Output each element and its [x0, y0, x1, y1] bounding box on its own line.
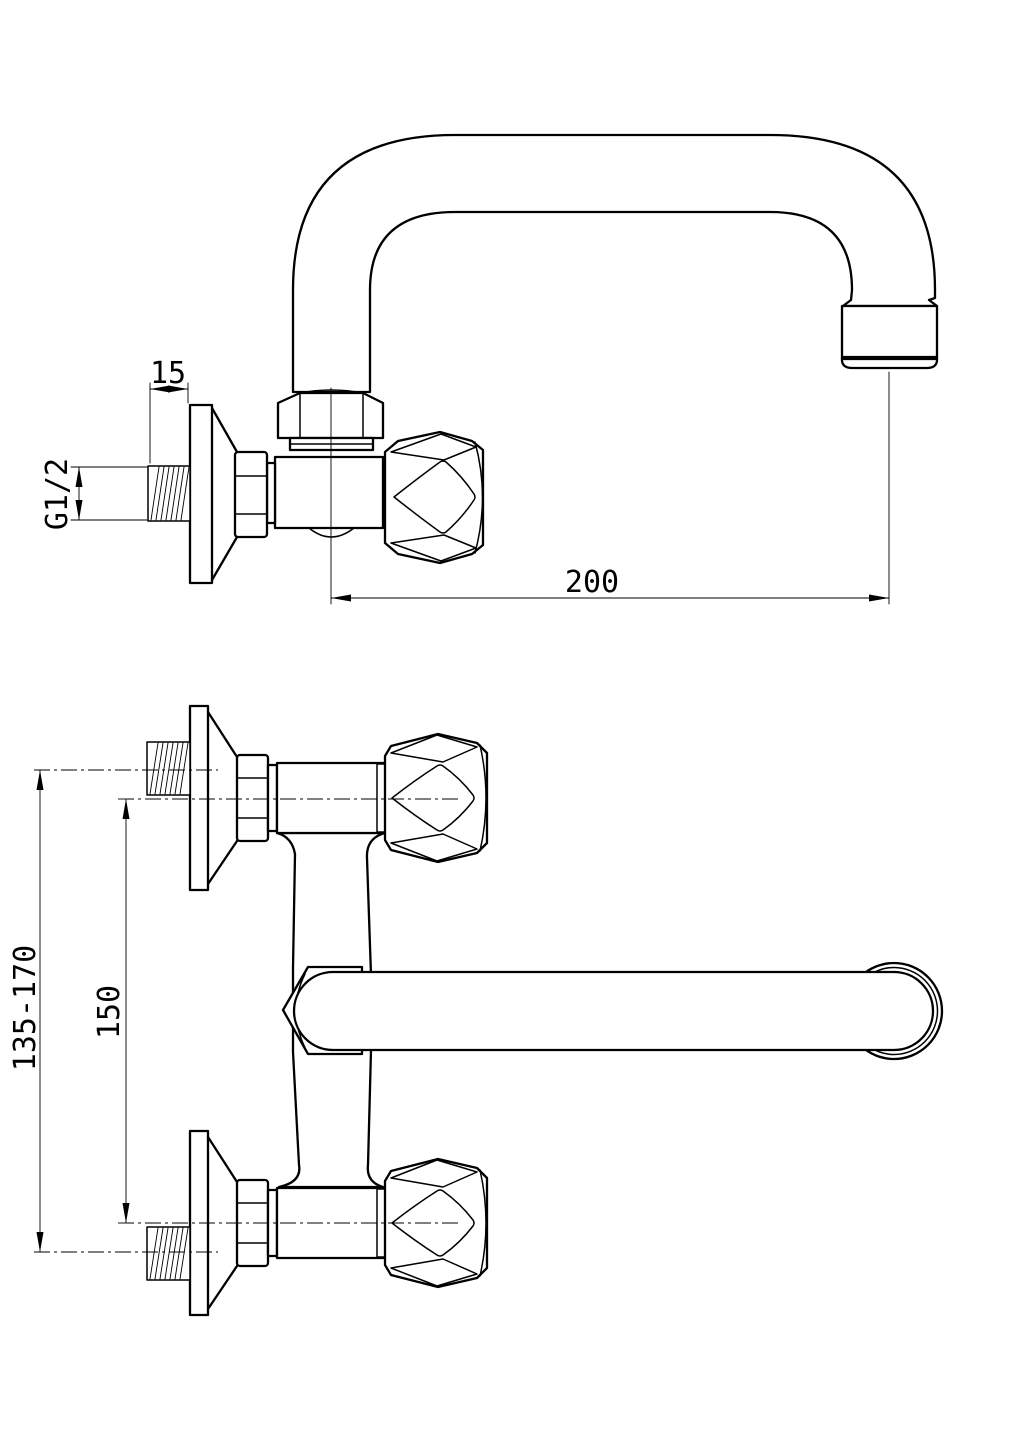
dim-label-spout-reach: 200: [565, 565, 619, 600]
wall-hex-nut-front: [235, 753, 270, 843]
spout-outlet: [840, 304, 939, 370]
handle-knob-side: [383, 430, 485, 565]
dimension-mount-range: 135-170: [8, 769, 44, 1253]
dimension-spout-reach: 200: [330, 371, 890, 605]
aerator-cap: [840, 357, 939, 370]
upper-wall-assembly: [188, 704, 489, 892]
wall-flange-front: [188, 704, 210, 892]
dim-label-wall-offset: 15: [150, 356, 186, 391]
wall-hex-nut: [233, 450, 269, 539]
thread-hatching: [150, 466, 190, 521]
body-dome: [308, 527, 355, 538]
knob-skirt: [376, 763, 386, 833]
dim-label-inlet-thread: G1/2: [40, 458, 75, 530]
neck: [265, 461, 277, 525]
dimension-wall-offset: 15: [149, 356, 189, 464]
cone-edge-top: [206, 710, 239, 759]
wall-flange: [188, 403, 214, 585]
knob-end-cap: [479, 744, 487, 852]
handle-knob-front: [383, 732, 489, 864]
escutcheon-cone-bottom: [210, 535, 239, 582]
inlet-thread-lower: [146, 1226, 191, 1281]
knob-end-cap: [474, 441, 484, 554]
washer: [266, 763, 279, 833]
knob-top-facet: [390, 433, 477, 461]
knob-diamond-facet: [391, 764, 475, 832]
aerator-body: [840, 304, 939, 361]
thread-hatching: [149, 742, 189, 795]
front-view: 135-170 150: [8, 704, 944, 1317]
dim-label-mount-range: 135-170: [8, 945, 43, 1071]
escutcheon-cone-top: [210, 406, 239, 454]
valve-body: [273, 455, 385, 530]
knob-bottom-facet: [390, 833, 478, 862]
inlet-thread: [147, 465, 191, 522]
knob-bottom-facet: [390, 534, 477, 562]
spout-tube: [291, 133, 939, 394]
valve-tube: [275, 761, 387, 835]
dimension-axis-distance: 150: [92, 798, 130, 1224]
spout-nut: [276, 389, 385, 452]
dim-label-axis-distance: 150: [92, 985, 127, 1039]
cone-edge-bottom: [206, 839, 239, 886]
spout-front: [292, 970, 935, 1052]
side-view: 15 G1/2 200: [40, 133, 939, 605]
knob-top-facet: [390, 734, 478, 763]
knob-diamond-facet: [393, 460, 476, 534]
dimension-inlet-thread: G1/2: [40, 458, 148, 530]
inlet-thread-upper: [146, 741, 191, 796]
